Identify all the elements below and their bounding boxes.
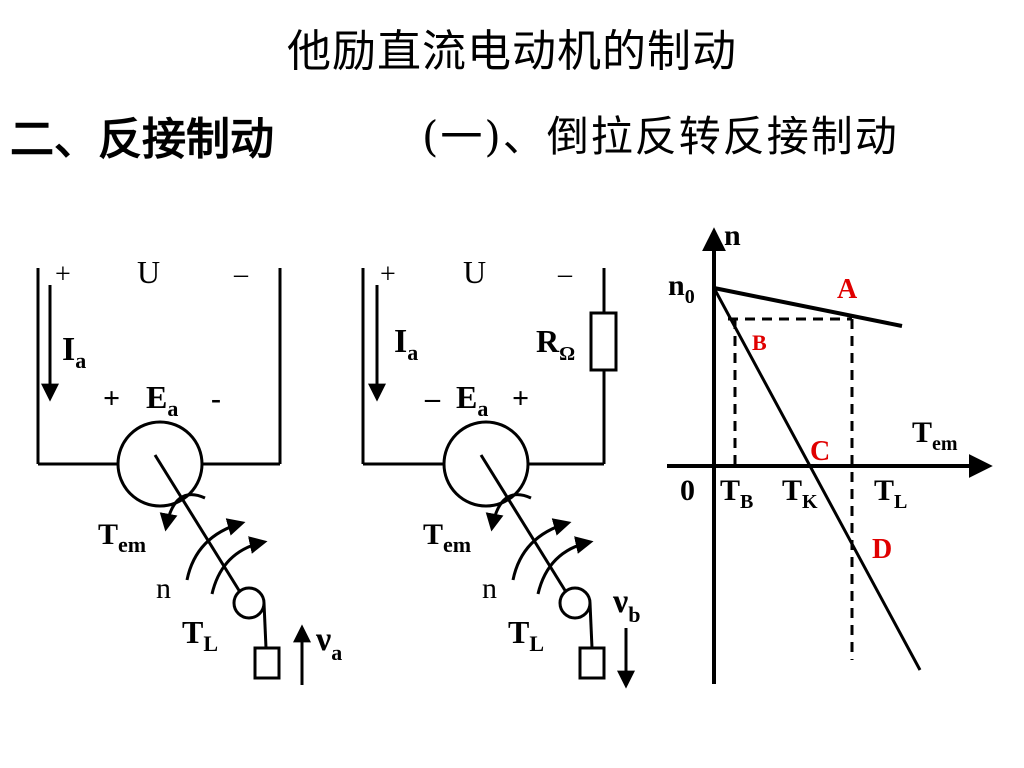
speed-b-arc-inner bbox=[511, 518, 572, 581]
diag-a-u: U bbox=[137, 254, 160, 290]
diag-b-minus: – bbox=[557, 259, 573, 290]
diag-a-load: TL bbox=[182, 614, 218, 656]
diag-b-emf-left-sign: – bbox=[424, 382, 441, 415]
diag-b-torque: Tem bbox=[423, 518, 471, 557]
subsection-heading: (一)、倒拉反转反接制动 bbox=[422, 112, 899, 161]
diag-b-load: TL bbox=[508, 614, 544, 656]
diag-a-current: Ia bbox=[62, 331, 86, 373]
graph-x-label: Tem bbox=[912, 416, 958, 455]
diag-b-velocity: νb bbox=[612, 583, 640, 627]
graph-point-c: C bbox=[810, 436, 830, 467]
diag-a-minus: – bbox=[233, 259, 249, 290]
load-b-weight bbox=[578, 646, 606, 680]
motor-a-shaft bbox=[153, 454, 242, 593]
diag-a-plus: + bbox=[55, 259, 71, 290]
diag-b-emf-right-sign: + bbox=[512, 382, 529, 415]
diag-a-emf-left-sign: + bbox=[103, 382, 120, 415]
diag-a-emf: Ea bbox=[146, 379, 178, 421]
circuit-a bbox=[36, 268, 282, 680]
diag-b-plus: + bbox=[380, 259, 396, 290]
graph bbox=[667, 227, 993, 684]
diag-b-u: U bbox=[463, 254, 486, 290]
motor-a-armature bbox=[116, 420, 204, 508]
resistor-b bbox=[589, 311, 618, 372]
motor-b-armature bbox=[442, 420, 530, 508]
speed-a-arc-outer bbox=[210, 536, 268, 595]
graph-n0-label: n0 bbox=[668, 269, 695, 308]
load-a-weight bbox=[253, 646, 281, 680]
torque-b-arc bbox=[485, 493, 532, 532]
graph-point-d: D bbox=[872, 534, 892, 565]
graph-point-b: B bbox=[752, 330, 767, 355]
section-heading: 二、反接制动 bbox=[10, 114, 274, 165]
graph-y-label: n bbox=[724, 219, 741, 252]
circuit-b bbox=[361, 268, 618, 680]
diag-a-velocity: νa bbox=[315, 621, 342, 665]
graph-origin-label: 0 bbox=[680, 474, 695, 507]
resistance-characteristic-line bbox=[712, 287, 922, 671]
slide-title: 他励直流电动机的制动 bbox=[287, 26, 737, 77]
natural-characteristic-line bbox=[713, 286, 903, 328]
diag-b-emf: Ea bbox=[456, 379, 488, 421]
graph-tb-label: TB bbox=[720, 474, 753, 513]
pulley-b bbox=[558, 586, 592, 620]
speed-a-arc-inner bbox=[185, 518, 246, 581]
diag-b-current: Ia bbox=[394, 323, 418, 365]
pulley-a bbox=[232, 586, 266, 620]
diag-b-resistor: RΩ bbox=[536, 323, 575, 365]
rope-a bbox=[262, 602, 268, 649]
diag-a-emf-right-sign: - bbox=[211, 382, 221, 415]
torque-a-arc bbox=[159, 493, 206, 532]
motor-b-shaft bbox=[479, 454, 568, 593]
graph-tl-label: TL bbox=[874, 474, 907, 513]
rope-b bbox=[588, 602, 594, 649]
diag-a-torque: Tem bbox=[98, 518, 146, 557]
graph-tk-label: TK bbox=[782, 474, 818, 513]
speed-b-arc-outer bbox=[536, 536, 594, 595]
diag-b-speed: n bbox=[482, 572, 497, 605]
graph-point-a: A bbox=[837, 274, 858, 305]
diag-a-speed: n bbox=[156, 572, 171, 605]
